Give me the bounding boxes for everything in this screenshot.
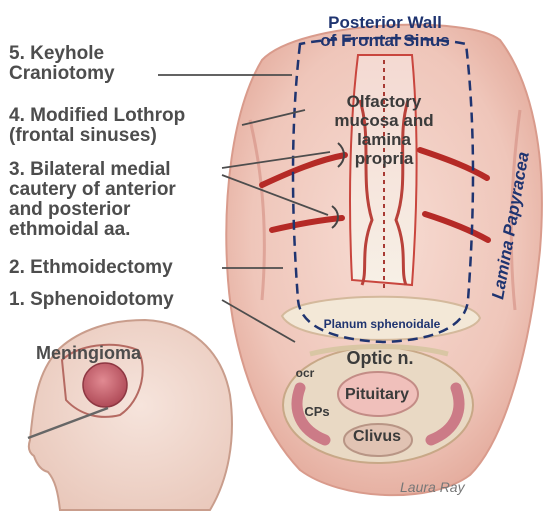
carotid-left	[291, 382, 331, 446]
optic-nerve-line	[309, 344, 449, 357]
step-bilateral-cautery: 3. Bilateral medial cautery of anterior …	[9, 159, 176, 240]
strip-texture-right	[394, 99, 410, 286]
step-modified-lothrop: 4. Modified Lothrop (frontal sinuses)	[9, 105, 186, 146]
leader-lothrop	[241, 109, 306, 126]
inset-head	[27, 318, 233, 511]
strip-texture-left	[358, 99, 374, 286]
cautery-clip-anterior	[337, 142, 345, 168]
step-ethmoidectomy: 2. Ethmoidectomy	[9, 257, 173, 278]
leader-lines	[158, 74, 331, 343]
resection-boundary	[291, 36, 475, 344]
clivus-label: Clivus	[352, 428, 401, 445]
planum-band	[280, 295, 482, 341]
leader-cautery-1	[221, 151, 331, 169]
posterior-artery-left	[269, 215, 345, 233]
step-keyhole-craniotomy: 5. Keyhole Craniotomy	[9, 43, 115, 84]
cps-label: CPs	[304, 404, 330, 419]
pituitary-gland	[337, 371, 419, 417]
head-silhouette	[27, 318, 233, 511]
optic-nerve-label: Optic n.	[346, 348, 414, 368]
carotid-right	[425, 382, 465, 446]
posterior-artery-right	[422, 211, 491, 243]
ridge-left	[248, 119, 266, 301]
clivus	[343, 423, 413, 457]
ethmoidal-arteries	[259, 142, 491, 243]
meningioma-tumor	[82, 362, 128, 408]
meningioma-label: Meningioma	[36, 343, 142, 363]
olfactory-mucosa-label: Olfactory mucosa and lamina propria	[334, 92, 434, 168]
sellar-region	[282, 344, 474, 464]
planum-sphenoidale-label: Planum sphenoidale	[323, 317, 441, 331]
ocr-label: ocr	[295, 366, 315, 380]
endoscope	[27, 406, 109, 440]
ridge-right	[509, 109, 522, 311]
anterior-artery-left	[259, 152, 348, 188]
pituitary-label: Pituitary	[344, 386, 409, 403]
artist-signature: Laura Ray	[400, 479, 466, 495]
strip-body	[349, 54, 418, 287]
leader-sphenoidotomy	[221, 299, 296, 343]
posterior-wall-label: Posterior Wall of Frontal Sinus	[320, 13, 450, 50]
leader-cautery-2	[221, 174, 329, 216]
step-sphenoidotomy: 1. Sphenoidotomy	[9, 289, 174, 310]
cautery-clip-posterior	[331, 205, 339, 229]
olfactory-strip	[349, 54, 418, 290]
anterior-artery-right	[417, 147, 490, 181]
